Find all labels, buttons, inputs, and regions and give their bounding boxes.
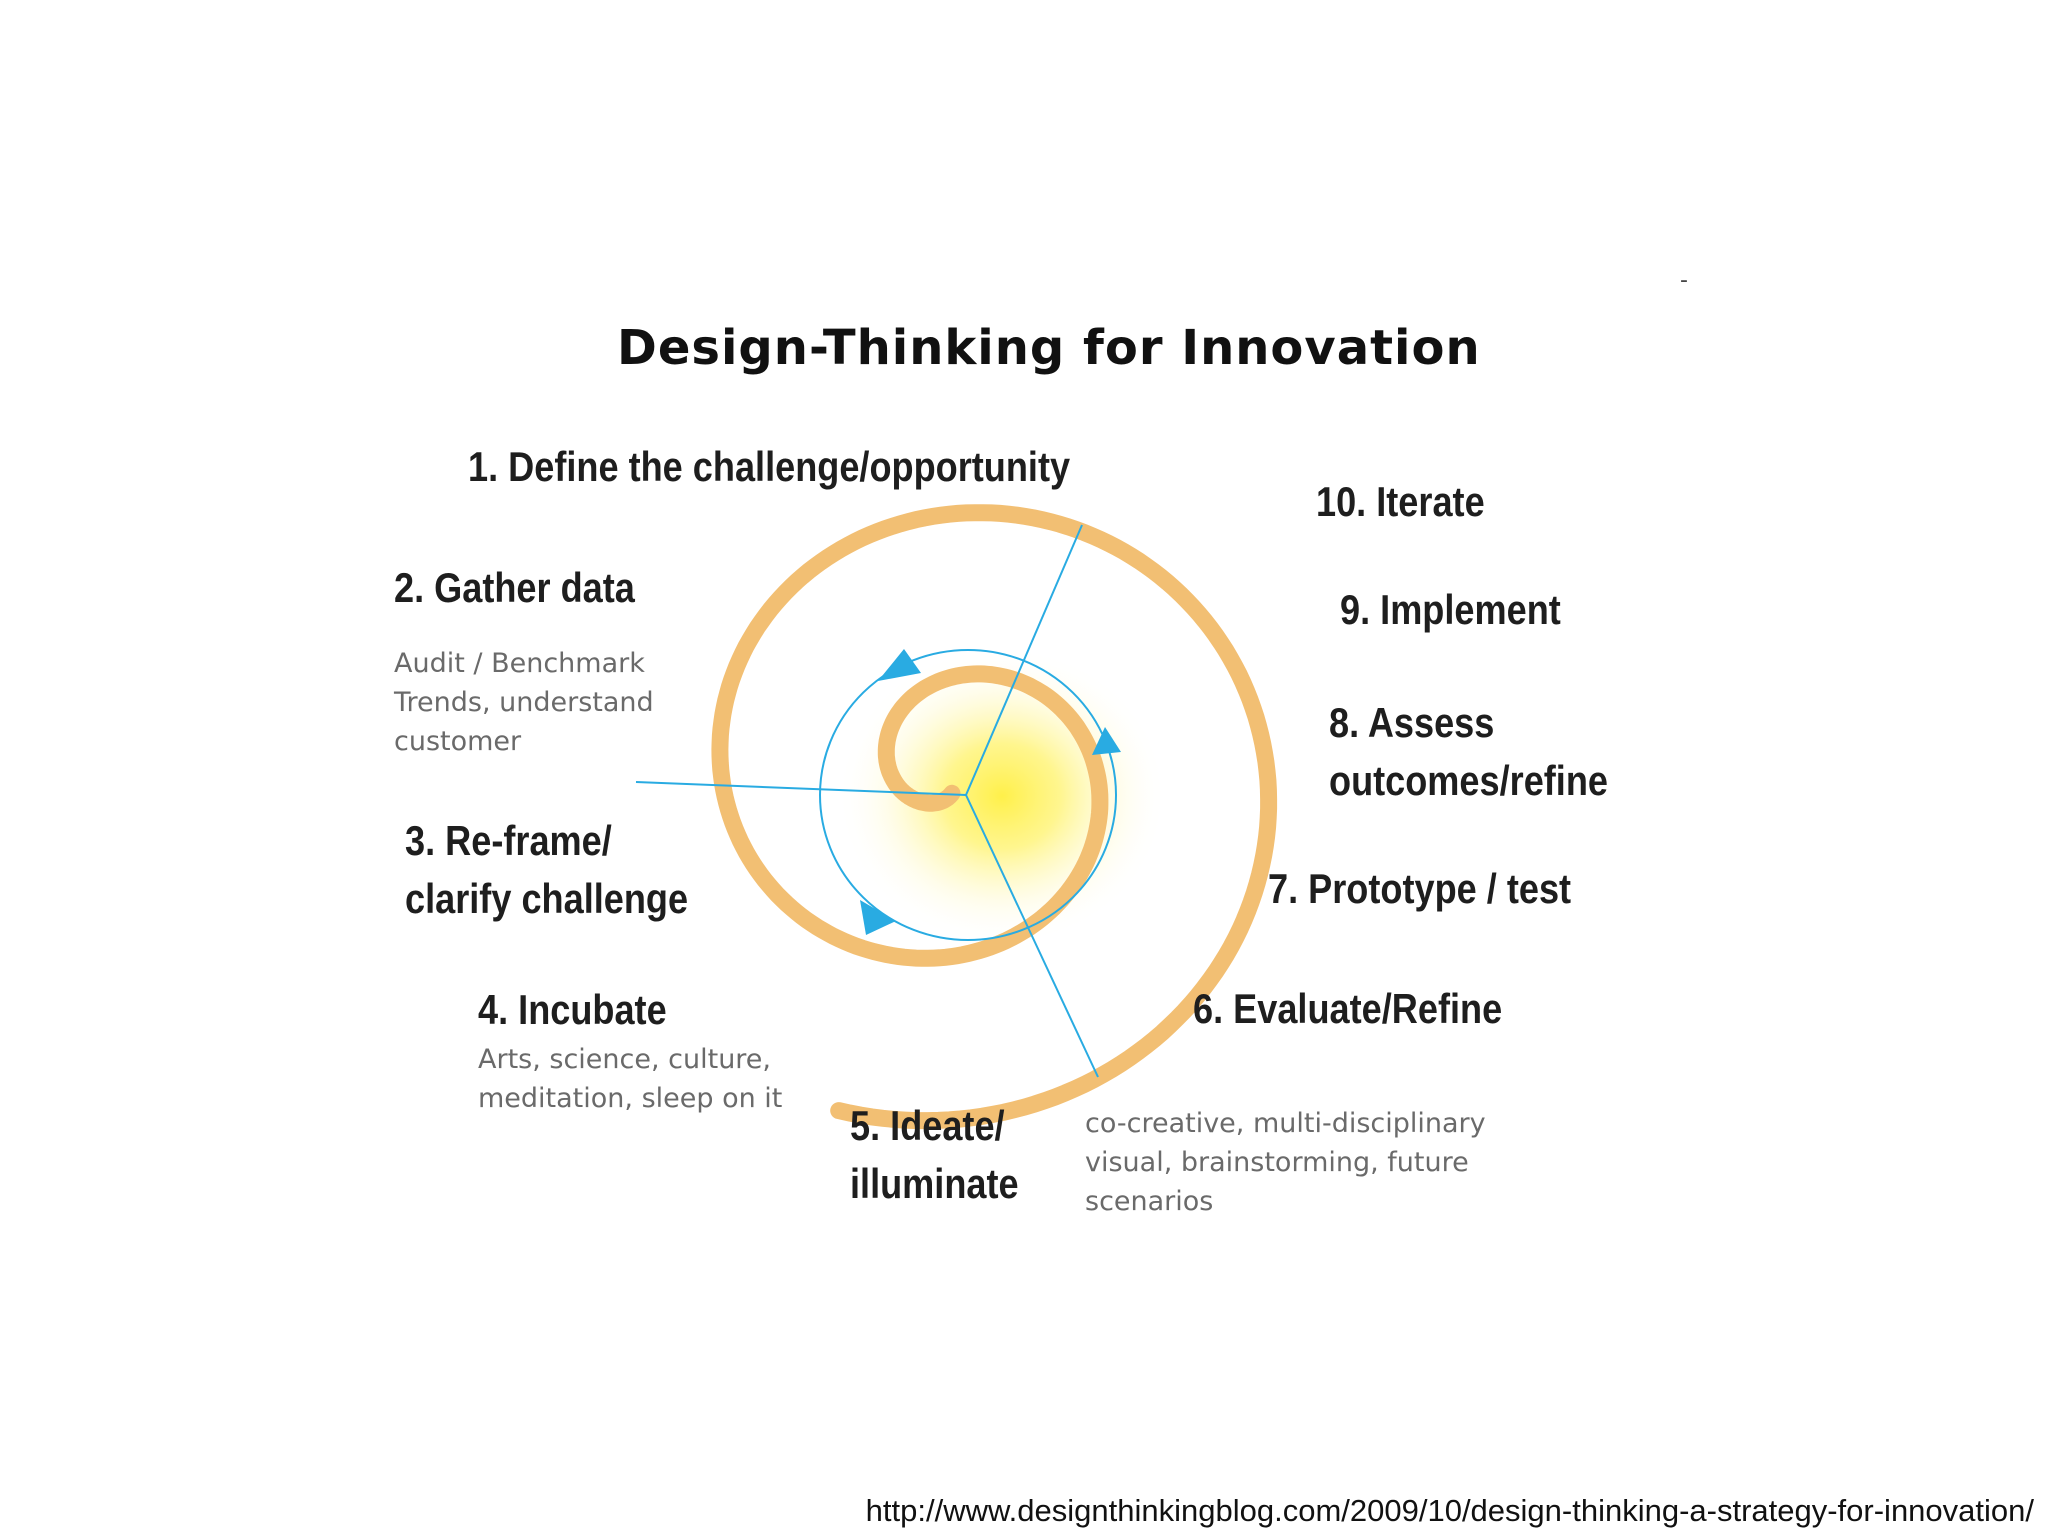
step-label-line: clarify challenge bbox=[405, 875, 689, 922]
cycle-arrowheads bbox=[860, 649, 1121, 935]
step-label-line: 9. Implement bbox=[1340, 586, 1561, 633]
step-label-line: 1. Define the challenge/opportunity bbox=[468, 443, 1071, 490]
yellow-glow-icon bbox=[837, 646, 1167, 946]
description-line: Audit / Benchmark bbox=[394, 648, 645, 679]
stray-dash-mark: - bbox=[1680, 268, 1688, 293]
step-label-line: 4. Incubate bbox=[478, 986, 667, 1033]
step-label-line: outcomes/refine bbox=[1329, 757, 1609, 804]
description-line: scenarios bbox=[1085, 1186, 1214, 1217]
step-label-line: illuminate bbox=[850, 1160, 1019, 1207]
step-3-reframe: 3. Re-frame/ clarify challenge bbox=[405, 812, 688, 928]
blue-cycle-arrows-icon bbox=[635, 524, 1117, 1078]
step-label-line: 2. Gather data bbox=[394, 564, 635, 611]
step-label-line: 10. Iterate bbox=[1316, 478, 1485, 525]
step-5-description: co-creative, multi-disciplinary visual, … bbox=[1085, 1104, 1486, 1221]
step-10-iterate: 10. Iterate bbox=[1316, 473, 1485, 531]
step-6-evaluate: 6. Evaluate/Refine bbox=[1193, 980, 1502, 1038]
step-label-line: 6. Evaluate/Refine bbox=[1193, 985, 1503, 1032]
description-line: meditation, sleep on it bbox=[478, 1083, 783, 1114]
arrowhead-right-icon bbox=[1092, 727, 1121, 755]
description-line: Arts, science, culture, bbox=[478, 1044, 772, 1075]
step-2-gather-data: 2. Gather data bbox=[394, 559, 635, 617]
arrowhead-bottom-left-icon bbox=[860, 900, 896, 935]
diagram-title: Design-Thinking for Innovation bbox=[617, 320, 1481, 376]
step-2-description: Audit / Benchmark Trends, understand cus… bbox=[394, 644, 654, 761]
step-7-prototype: 7. Prototype / test bbox=[1268, 860, 1571, 918]
step-4-description: Arts, science, culture, meditation, slee… bbox=[478, 1040, 782, 1118]
description-line: customer bbox=[394, 726, 522, 757]
description-line: co-creative, multi-disciplinary bbox=[1085, 1108, 1486, 1139]
arrowhead-top-left-icon bbox=[878, 649, 921, 681]
description-line: visual, brainstorming, future bbox=[1085, 1147, 1469, 1178]
step-label-line: 7. Prototype / test bbox=[1268, 865, 1572, 912]
step-label-line: 8. Assess bbox=[1329, 699, 1495, 746]
step-4-incubate: 4. Incubate bbox=[478, 981, 667, 1039]
step-5-ideate: 5. Ideate/ illuminate bbox=[850, 1097, 1019, 1213]
orange-spiral-icon bbox=[711, 504, 1278, 1130]
step-1-define: 1. Define the challenge/opportunity bbox=[468, 438, 1070, 496]
source-url-link[interactable]: http://www.designthinkingblog.com/2009/1… bbox=[865, 1493, 2034, 1528]
step-9-implement: 9. Implement bbox=[1340, 581, 1561, 639]
description-line: Trends, understand bbox=[394, 687, 654, 718]
step-label-line: 5. Ideate/ bbox=[850, 1102, 1005, 1149]
step-label-line: 3. Re-frame/ bbox=[405, 817, 612, 864]
step-8-assess: 8. Assess outcomes/refine bbox=[1329, 694, 1608, 810]
